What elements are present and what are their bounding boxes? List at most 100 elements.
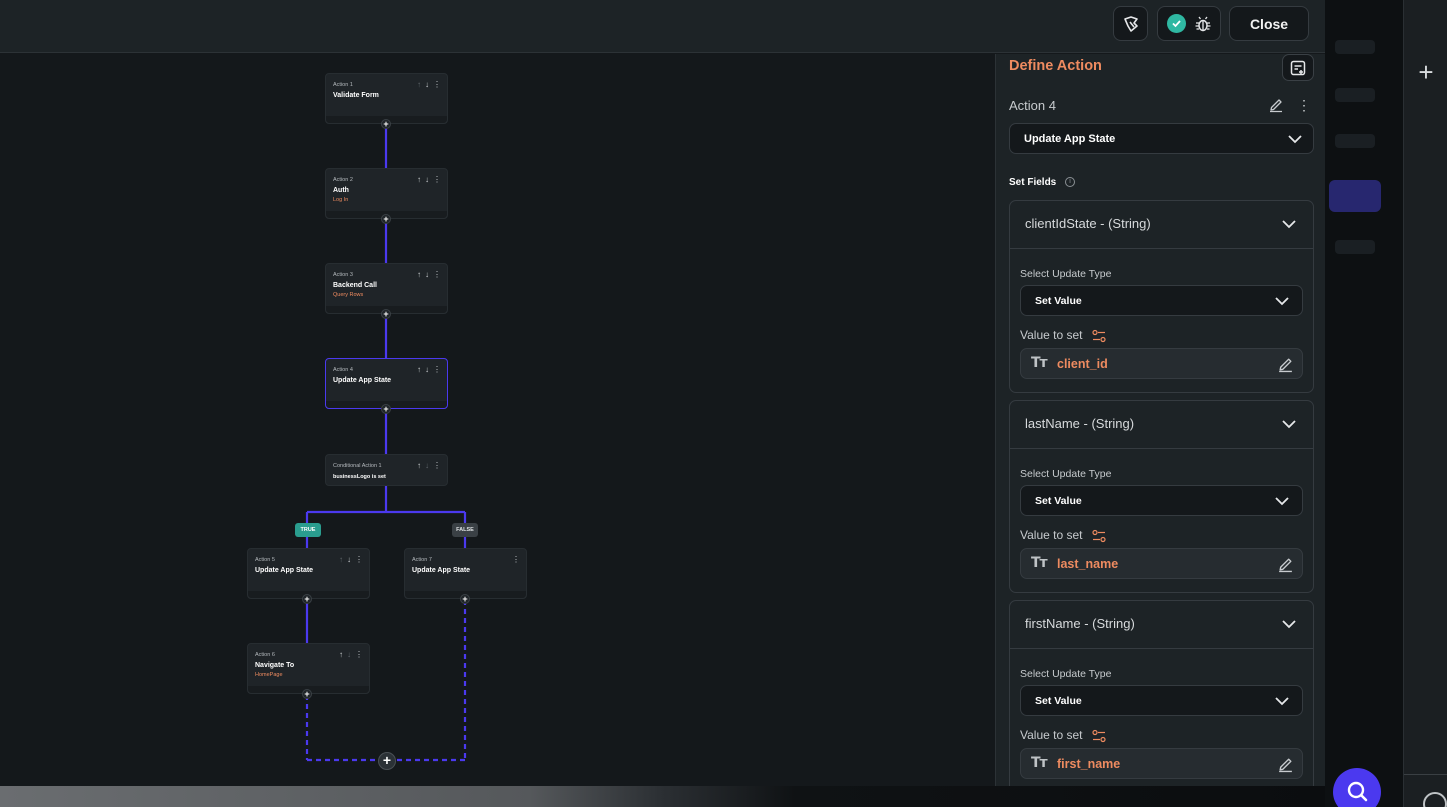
move-up-icon[interactable]: ↑: [417, 461, 421, 470]
update-type-label: Select Update Type: [1020, 268, 1112, 280]
action-node-3[interactable]: Action 3 Backend Call Query Rows ↑↓⋮: [325, 263, 448, 314]
add-action-button[interactable]: +: [460, 594, 470, 604]
field-name: lastName - (String): [1025, 416, 1135, 431]
node-label: Action 5: [255, 557, 275, 563]
add-action-button[interactable]: +: [381, 309, 391, 319]
node-controls: ↑ ↓ ⋮: [339, 650, 363, 659]
background-highlight: [1329, 180, 1381, 212]
move-up-icon[interactable]: ↑: [339, 555, 343, 564]
node-label: Action 7: [412, 557, 432, 563]
action-node-5[interactable]: Action 5 Update App State ↑↓⋮: [247, 548, 370, 599]
more-icon[interactable]: ⋮: [512, 555, 520, 564]
move-down-icon[interactable]: ↓: [425, 175, 429, 184]
close-button[interactable]: Close: [1229, 6, 1309, 41]
flow-connectors: [305, 124, 467, 762]
more-icon[interactable]: ⋮: [433, 175, 441, 184]
move-down-icon[interactable]: ↓: [425, 80, 429, 89]
move-up-icon[interactable]: ↑: [339, 650, 343, 659]
update-type-select[interactable]: Set Value: [1020, 485, 1303, 516]
add-action-button[interactable]: +: [302, 689, 312, 699]
node-controls: ↑ ↓ ⋮: [417, 175, 441, 184]
more-icon[interactable]: ⋮: [1297, 97, 1311, 113]
bound-value: last_name: [1057, 557, 1119, 571]
action-node-7[interactable]: Action 7 Update App State ⋮: [404, 548, 527, 599]
field-name: clientIdState - (String): [1025, 216, 1151, 231]
more-icon[interactable]: ⋮: [355, 555, 363, 564]
move-up-icon[interactable]: ↑: [417, 270, 421, 279]
chevron-down-icon: [1288, 135, 1302, 144]
pencil-icon[interactable]: [1277, 356, 1294, 373]
chevron-down-icon[interactable]: [1281, 218, 1297, 230]
more-icon[interactable]: ⋮: [433, 270, 441, 279]
node-title: Validate Form: [333, 92, 379, 99]
value-to-set-field[interactable]: Tт last_name: [1020, 548, 1303, 579]
value-to-set-field[interactable]: Tт first_name: [1020, 748, 1303, 779]
field-card-header[interactable]: firstName - (String): [1010, 601, 1313, 649]
background-placeholder: [1335, 40, 1375, 54]
field-card-header[interactable]: clientIdState - (String): [1010, 201, 1313, 249]
move-down-icon[interactable]: ↓: [425, 270, 429, 279]
more-icon[interactable]: ⋮: [433, 80, 441, 89]
settings-sliders-icon[interactable]: [1092, 329, 1106, 343]
pencil-icon[interactable]: [1277, 756, 1294, 773]
search-icon: [1347, 781, 1368, 802]
gear-icon[interactable]: [1423, 792, 1447, 807]
settings-sliders-icon[interactable]: [1092, 729, 1106, 743]
rail-divider: [1404, 774, 1447, 775]
settings-sliders-icon[interactable]: [1092, 529, 1106, 543]
move-down-icon[interactable]: ↓: [347, 555, 351, 564]
move-up-icon[interactable]: ↑: [417, 175, 421, 184]
move-up-icon[interactable]: ↑: [417, 365, 421, 374]
node-title: Auth: [333, 187, 349, 194]
close-button-label: Close: [1249, 15, 1289, 32]
move-up-icon[interactable]: ↑: [417, 80, 421, 89]
search-button[interactable]: [1333, 768, 1381, 807]
node-subtitle: Log In: [333, 197, 349, 203]
move-down-icon[interactable]: ↓: [347, 650, 351, 659]
node-label: Action 2: [333, 177, 353, 183]
true-branch-tag: TRUE: [295, 523, 321, 537]
add-icon[interactable]: +: [1418, 57, 1434, 87]
node-subtitle: Query Rows: [333, 292, 364, 298]
value-to-set-label: Value to set: [1020, 328, 1083, 342]
add-action-button[interactable]: +: [381, 404, 391, 414]
add-action-button[interactable]: +: [381, 119, 391, 129]
move-down-icon[interactable]: ↓: [425, 461, 429, 470]
flow-canvas[interactable]: Action 1 Validate Form ↑↓⋮ + Action 2 Au…: [0, 54, 995, 786]
action-node-6[interactable]: Action 6 Navigate To HomePage ↑↓⋮: [247, 643, 370, 694]
add-action-after-branch-button[interactable]: +: [378, 752, 396, 770]
add-action-button[interactable]: +: [381, 214, 391, 224]
node-subtitle: HomePage: [255, 672, 283, 678]
more-icon[interactable]: ⋮: [433, 461, 441, 470]
action-notes-button[interactable]: [1282, 54, 1314, 81]
chevron-down-icon[interactable]: [1281, 618, 1297, 630]
background-app: [1325, 0, 1403, 807]
update-type-label: Select Update Type: [1020, 468, 1112, 480]
conditional-node[interactable]: Conditional Action 1 businessLogo is set…: [325, 454, 448, 486]
add-action-button[interactable]: +: [302, 594, 312, 604]
more-icon[interactable]: ⋮: [433, 365, 441, 374]
bound-value: client_id: [1057, 357, 1108, 371]
document-add-icon: [1290, 60, 1306, 75]
action-flow-editor: Close: [0, 0, 1325, 786]
action-type-select[interactable]: Update App State: [1009, 123, 1314, 154]
move-down-icon[interactable]: ↓: [425, 365, 429, 374]
field-name: firstName - (String): [1025, 616, 1135, 631]
pencil-icon[interactable]: [1277, 556, 1294, 573]
magic-wand-icon: [1123, 15, 1138, 32]
action-node-1[interactable]: Action 1 Validate Form ↑↓⋮: [325, 73, 448, 124]
action-node-2[interactable]: Action 2 Auth Log In ↑ ↓ ⋮: [325, 168, 448, 219]
info-icon[interactable]: i: [1065, 177, 1075, 187]
update-type-select[interactable]: Set Value: [1020, 285, 1303, 316]
field-card-header[interactable]: lastName - (String): [1010, 401, 1313, 449]
validation-status-button[interactable]: [1157, 6, 1221, 41]
update-type-select[interactable]: Set Value: [1020, 685, 1303, 716]
background-placeholder: [1335, 134, 1375, 148]
more-icon[interactable]: ⋮: [355, 650, 363, 659]
action-node-4[interactable]: Action 4 Update App State ↑↓⋮: [325, 358, 448, 409]
value-to-set-field[interactable]: Tт client_id: [1020, 348, 1303, 379]
chevron-down-icon[interactable]: [1281, 418, 1297, 430]
pencil-icon[interactable]: [1268, 97, 1284, 113]
node-label: Action 3: [333, 272, 353, 278]
ai-generate-button[interactable]: [1113, 6, 1148, 41]
